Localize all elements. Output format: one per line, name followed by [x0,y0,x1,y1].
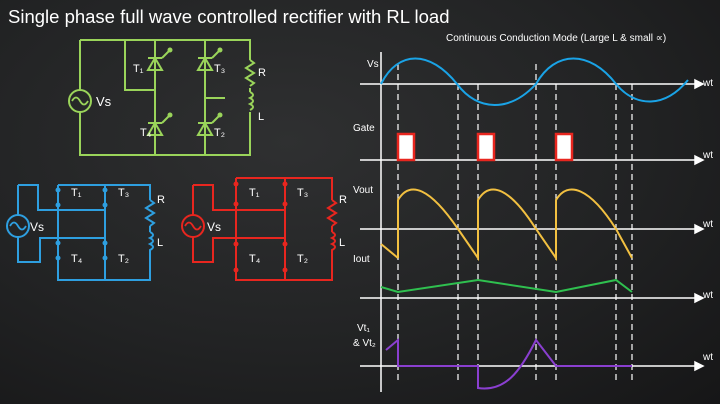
vs-waveform [380,57,689,106]
iout-label: Iout [353,254,370,265]
green-t1-label: T₁ [133,63,144,75]
red-ac-source [181,214,205,238]
red-source-label: Vs [207,220,221,234]
vt-axis-label: wt [702,352,713,363]
gate-pulses [396,132,574,162]
red-t3-label: T₃ [297,187,308,199]
blue-t4-label: T₄ [71,253,83,265]
blue-source-label: Vs [30,220,44,234]
green-t3-label: T₃ [214,63,225,75]
blue-t2-label: T₂ [118,253,129,265]
gate-label: Gate [353,123,375,134]
green-source-label: Vs [96,94,112,109]
iout-waveform [380,278,633,294]
time-axes [360,78,705,372]
red-load [326,199,338,262]
mode-label: Continuous Conduction Mode (Large L & sm… [446,33,666,44]
red-terminals [233,181,288,273]
vout-axis-label: wt [702,219,713,230]
vout-label: Vout [353,185,373,196]
red-t1-label: T₁ [249,187,260,199]
vt-label-line1: Vt₁ [357,323,370,334]
green-resistor [244,59,256,111]
green-ac-source [68,89,92,113]
gate-axis-label: wt [702,150,713,161]
blue-ac-source [6,214,30,238]
vout-initial-segment [380,243,399,259]
slide-title: Single phase full wave controlled rectif… [8,6,450,27]
green-t2-label: T₂ [214,127,225,139]
green-thyristors [146,49,221,136]
red-bridge-circuit [192,177,333,281]
green-t4-label: T₄ [140,127,152,139]
dashed-firing-guides [397,64,633,380]
blue-load [144,199,156,262]
red-t4-label: T₄ [249,253,261,265]
blue-t3-label: T₃ [118,187,129,199]
blue-l-label: L [157,237,163,249]
green-thyristor-gates [167,47,223,118]
red-l-label: L [339,237,345,249]
vs-axis-label: wt [702,78,713,89]
vt-label-line2: & Vt₂ [353,338,376,349]
vout-waveform [397,188,633,262]
blue-t1-label: T₁ [71,187,82,199]
green-l-label: L [258,111,264,123]
red-t2-label: T₂ [297,253,308,265]
green-r-label: R [258,67,266,79]
vt-waveform [385,337,632,390]
vs-label: Vs [367,59,379,70]
iout-axis-label: wt [702,290,713,301]
blue-bridge-circuit [17,184,151,281]
blue-terminals [55,187,108,261]
red-r-label: R [339,194,347,206]
blue-r-label: R [157,194,165,206]
